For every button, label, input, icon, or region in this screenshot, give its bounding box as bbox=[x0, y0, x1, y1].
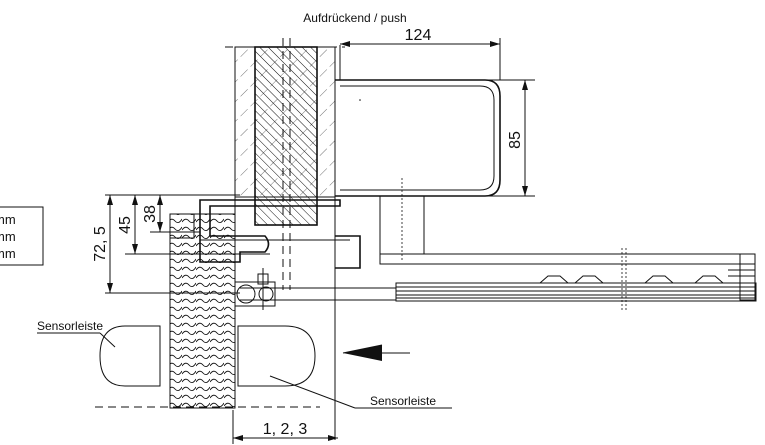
dimension-124: 124 bbox=[340, 27, 501, 80]
sensor-label-left: Sensorleiste bbox=[37, 319, 103, 333]
legend-line-3: mm bbox=[0, 246, 16, 261]
drawing-title: Aufdrückend / push bbox=[303, 11, 406, 25]
door-closer-body bbox=[335, 45, 501, 197]
sensor-strip-left bbox=[99, 325, 161, 387]
legend-box: mm mm mm bbox=[0, 206, 44, 266]
slide-rail bbox=[240, 275, 757, 302]
dimension-72-5-label: 72, 5 bbox=[92, 226, 109, 262]
fastener bbox=[234, 268, 276, 310]
sensor-label-right: Sensorleiste bbox=[370, 394, 436, 408]
dimension-bottom: 1, 2, 3 bbox=[232, 410, 338, 444]
dimension-bottom-label: 1, 2, 3 bbox=[263, 421, 308, 438]
frame-section bbox=[225, 38, 345, 440]
door-leaf bbox=[169, 213, 236, 409]
legend-line-1: mm bbox=[0, 212, 16, 227]
dimension-45-label: 45 bbox=[117, 216, 134, 234]
dimensions-left: 72, 5 45 38 bbox=[92, 194, 270, 294]
sensor-strip-right bbox=[237, 325, 316, 387]
dimension-85: 85 bbox=[485, 79, 535, 197]
dimension-85-label: 85 bbox=[507, 131, 524, 149]
dimension-38-label: 38 bbox=[142, 205, 159, 223]
dimension-124-label: 124 bbox=[405, 27, 432, 44]
arrow-left-icon bbox=[342, 344, 410, 361]
legend-line-2: mm bbox=[0, 229, 16, 244]
